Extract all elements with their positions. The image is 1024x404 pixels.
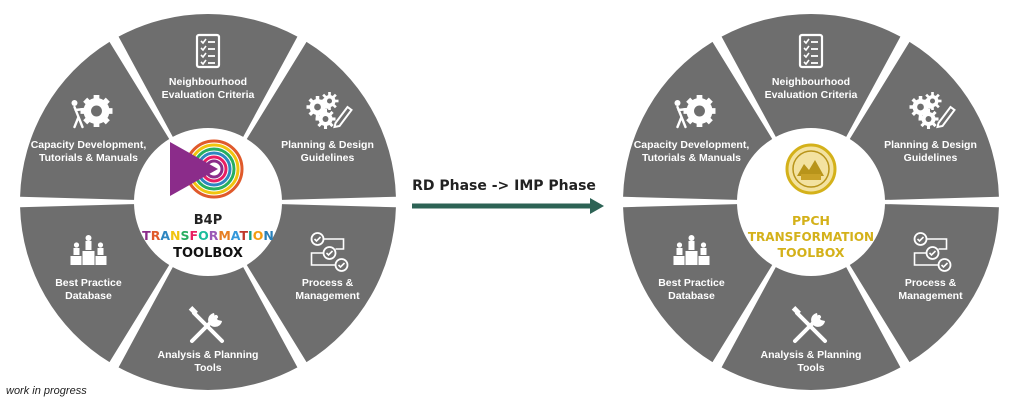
segment-label: Neighbourhood (772, 76, 850, 88)
segment-label: Evaluation Criteria (765, 89, 858, 101)
segment-label: Management (295, 290, 360, 302)
segment-label: Guidelines (301, 152, 355, 164)
process-flow-icon (913, 232, 952, 272)
hub-label: TOOLBOX (777, 245, 844, 260)
segment-label: Tutorials & Manuals (642, 152, 741, 164)
segment-label: Planning & Design (884, 139, 977, 151)
segment-shape (118, 14, 298, 137)
segment-label: Best Practice (55, 277, 122, 289)
segment-label: Best Practice (658, 277, 725, 289)
segment-shape (20, 204, 170, 363)
checklist-icon (195, 33, 221, 69)
segment-shape (849, 204, 999, 363)
ppch-emblem-icon (785, 143, 837, 195)
gears-pencil-icon (909, 92, 956, 129)
process-flow-icon (310, 232, 349, 272)
segment-shape (623, 204, 773, 363)
hub-subtitle: TRANSFORMATION (748, 230, 874, 244)
segment-label: Tutorials & Manuals (39, 152, 138, 164)
segment-label: Process & (905, 277, 957, 289)
segment-label: Capacity Development, (31, 139, 147, 151)
hub-label: TOOLBOX (173, 246, 243, 261)
segment-label: Analysis & Planning (158, 349, 259, 361)
segment-label: Analysis & Planning (761, 349, 862, 361)
worker-gear-icon (674, 95, 716, 129)
segment-label: Tools (797, 362, 824, 374)
wheel-segment: Process &Management (849, 204, 999, 363)
wheel-segment: Capacity Development,Tutorials & Manuals (623, 41, 773, 200)
hub-title: PPCH (792, 213, 830, 228)
segment-label: Neighbourhood (169, 76, 247, 88)
segment-label: Database (668, 290, 715, 302)
segment-shape (721, 13, 901, 137)
segment-label: Guidelines (904, 152, 958, 164)
segment-label: Planning & Design (281, 139, 374, 151)
arrow-head-icon (590, 198, 604, 214)
arrow-label: RD Phase -> IMP Phase (412, 178, 596, 194)
checklist-icon (798, 33, 824, 69)
podium-icon (673, 235, 710, 265)
podium-icon (70, 235, 107, 265)
segment-shape (246, 204, 396, 363)
hub-subtitle: TRANSFORMATION (142, 228, 274, 243)
segment-label: Process & (302, 277, 354, 289)
hub-title: B4P (194, 213, 222, 228)
segment-label: Tools (194, 362, 221, 374)
footer-note: work in progress (6, 385, 87, 397)
worker-gear-icon (71, 95, 113, 129)
tools-icon (188, 306, 224, 343)
segment-label: Capacity Development, (634, 139, 750, 151)
phase-transition-arrow: RD Phase -> IMP Phase (412, 178, 604, 214)
segment-label: Database (65, 290, 112, 302)
segment-label: Evaluation Criteria (162, 89, 255, 101)
wheel-segment: Capacity Development,Tutorials & Manuals (20, 41, 170, 200)
hub-circle (741, 132, 881, 272)
b4p-target-logo-icon (170, 139, 244, 199)
segment-label: Management (898, 290, 963, 302)
tools-icon (791, 306, 827, 343)
gears-pencil-icon (306, 92, 353, 129)
wheel-segment: Process &Management (246, 204, 396, 363)
